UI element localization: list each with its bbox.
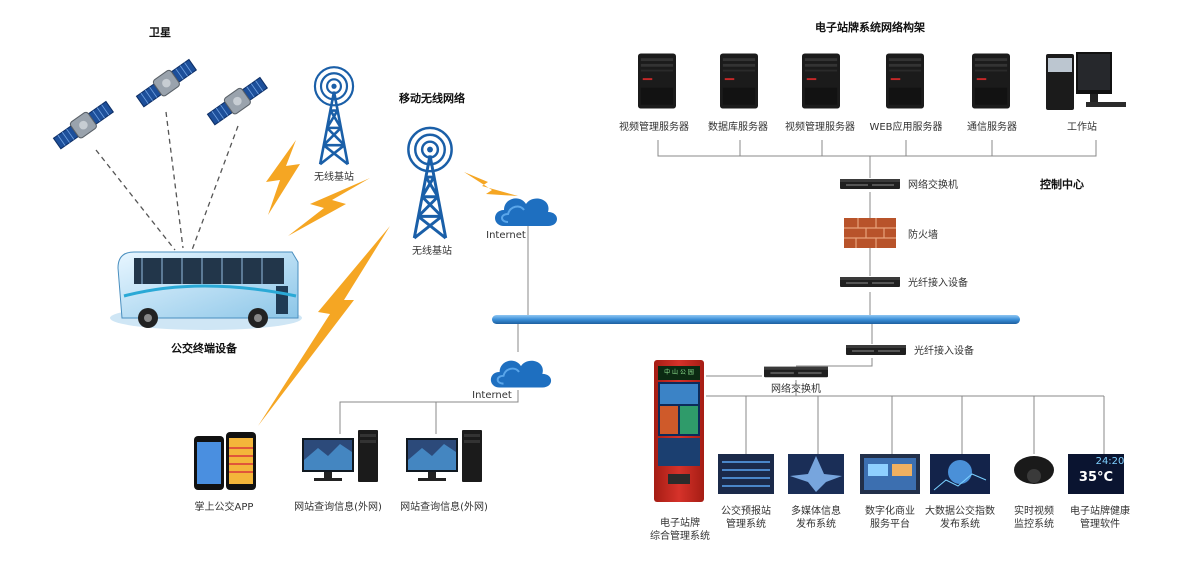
fiber-access-icon xyxy=(840,277,900,287)
system-label-line1: 大数据公交指数 xyxy=(925,506,995,517)
system-label-line1: 数字化商业 xyxy=(865,506,915,517)
system-label-line1: 多媒体信息 xyxy=(791,506,841,517)
server-label: 视频管理服务器 xyxy=(785,122,855,133)
satellite-icon xyxy=(206,74,270,128)
desktop-icon xyxy=(406,430,482,482)
base-station-label: 无线基站 xyxy=(412,246,452,257)
cloud-icon xyxy=(489,359,553,389)
backbone-line xyxy=(492,315,1020,324)
internet-label: Internet xyxy=(472,390,512,401)
bus-terminal-label: 公交终端设备 xyxy=(171,342,237,355)
control-center-label: 控制中心 xyxy=(1040,178,1084,191)
system-label: 实时视频 监控系统 xyxy=(1014,506,1054,531)
kiosk-label-line1: 电子站牌 xyxy=(660,518,700,529)
system-label-line2: 发布系统 xyxy=(940,518,980,530)
firewall-icon xyxy=(844,218,896,248)
satellite-label: 卫星 xyxy=(149,26,171,39)
system-label-line2: 发布系统 xyxy=(796,518,836,530)
server-row xyxy=(638,52,1126,110)
kiosk-label: 电子站牌 综合管理系统 xyxy=(650,518,710,543)
connection-lines xyxy=(339,140,1105,454)
workstation-label: 工作站 xyxy=(1067,122,1097,133)
health-screen-temp: 35°C xyxy=(1078,470,1114,485)
switch-icon xyxy=(764,366,828,378)
bus-icon xyxy=(110,251,302,330)
query-label: 网站查询信息(外网) xyxy=(294,502,382,513)
health-screen-time: 24:20 xyxy=(1095,456,1125,467)
system-label: 大数据公交指数 发布系统 xyxy=(925,506,995,531)
satellite-icon xyxy=(135,56,199,110)
system-label: 数字化商业 服务平台 xyxy=(865,506,915,531)
desktop-icon xyxy=(302,430,378,482)
kiosk-icon xyxy=(654,360,704,502)
mobile-network-label: 移动无线网络 xyxy=(399,92,465,105)
switch-icon xyxy=(840,179,900,189)
kiosk-label-line2: 综合管理系统 xyxy=(650,530,710,542)
base-station-icon xyxy=(313,65,355,166)
satellite-links xyxy=(95,111,239,251)
system-label-line2: 服务平台 xyxy=(870,518,910,530)
system-label-line2: 监控系统 xyxy=(1014,518,1054,530)
server-label: 视频管理服务器 xyxy=(619,122,689,133)
fiber-access-label: 光纤接入设备 xyxy=(908,278,968,289)
system-label: 电子站牌健康 管理软件 xyxy=(1070,506,1130,531)
system-label-line1: 电子站牌健康 xyxy=(1070,506,1130,517)
system-label: 多媒体信息 发布系统 xyxy=(791,506,841,531)
server-label: 通信服务器 xyxy=(967,122,1017,133)
server-label: 数据库服务器 xyxy=(708,122,768,133)
system-label-line2: 管理系统 xyxy=(726,518,766,530)
app-label: 掌上公交APP xyxy=(194,502,254,513)
fiber-access-label: 光纤接入设备 xyxy=(914,346,974,357)
phone-icon xyxy=(194,432,256,490)
fiber-access-icon xyxy=(846,345,906,355)
system-label-line2: 管理软件 xyxy=(1080,518,1120,530)
system-label: 公交预报站 管理系统 xyxy=(721,506,771,531)
satellite-icon xyxy=(52,98,116,152)
wireless-bolts xyxy=(266,140,518,236)
server-label: WEB应用服务器 xyxy=(869,122,943,133)
switch-label: 网络交换机 xyxy=(771,384,821,395)
kiosk-screen-header: 中 山 公 园 xyxy=(664,369,694,376)
base-station-label: 无线基站 xyxy=(314,172,354,183)
internet-label: Internet xyxy=(486,230,526,241)
query-label: 网站查询信息(外网) xyxy=(400,502,488,513)
system-thumbnails xyxy=(718,454,1124,494)
system-label-line1: 公交预报站 xyxy=(721,506,771,517)
firewall-label: 防火墙 xyxy=(908,230,938,241)
switch-label: 网络交换机 xyxy=(908,180,958,191)
system-label-line1: 实时视频 xyxy=(1014,506,1054,517)
base-station-icon xyxy=(406,126,454,240)
cloud-icon xyxy=(494,197,558,227)
app-bolt xyxy=(258,226,390,426)
diagram-title: 电子站牌系统网络构架 xyxy=(815,21,925,34)
